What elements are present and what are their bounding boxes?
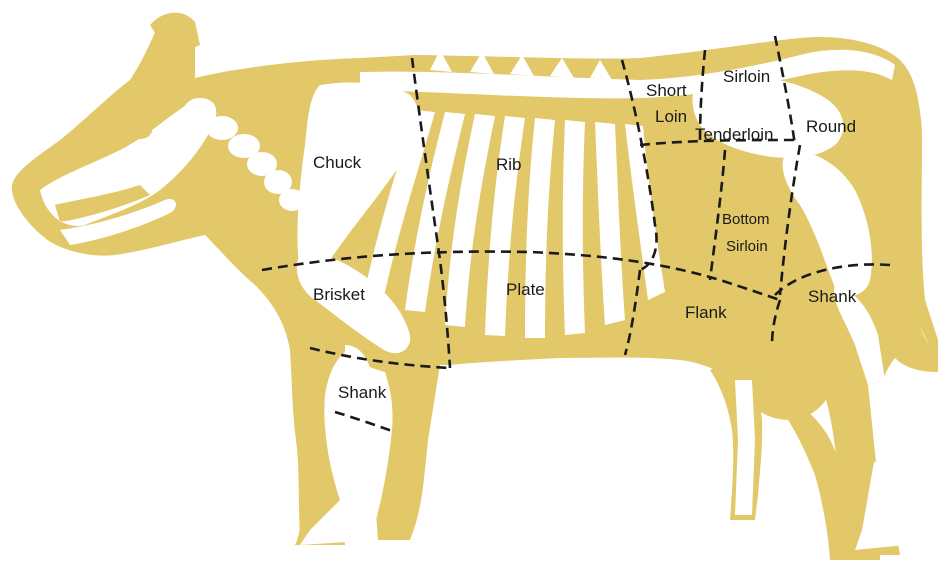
label-flank: Flank: [685, 303, 727, 322]
rear-far-leg-bone: [735, 380, 755, 515]
label-chuck: Chuck: [313, 153, 362, 172]
label-short-loin-line2: Loin: [655, 107, 687, 126]
label-shank-rear: Shank: [808, 287, 857, 306]
eye-socket: [128, 121, 152, 139]
label-brisket: Brisket: [313, 285, 365, 304]
label-round: Round: [806, 117, 856, 136]
label-rib: Rib: [496, 155, 522, 174]
label-plate: Plate: [506, 280, 545, 299]
label-bottom-sirloin-line1: Bottom: [722, 211, 770, 228]
label-bottom-sirloin-line2: Sirloin: [726, 238, 768, 255]
label-shank-front: Shank: [338, 383, 387, 402]
label-tenderloin: Tenderloin: [695, 125, 773, 144]
front-cannon-bone: [350, 430, 372, 500]
label-short-loin-line1: Short: [646, 81, 687, 100]
label-sirloin: Sirloin: [723, 67, 770, 86]
